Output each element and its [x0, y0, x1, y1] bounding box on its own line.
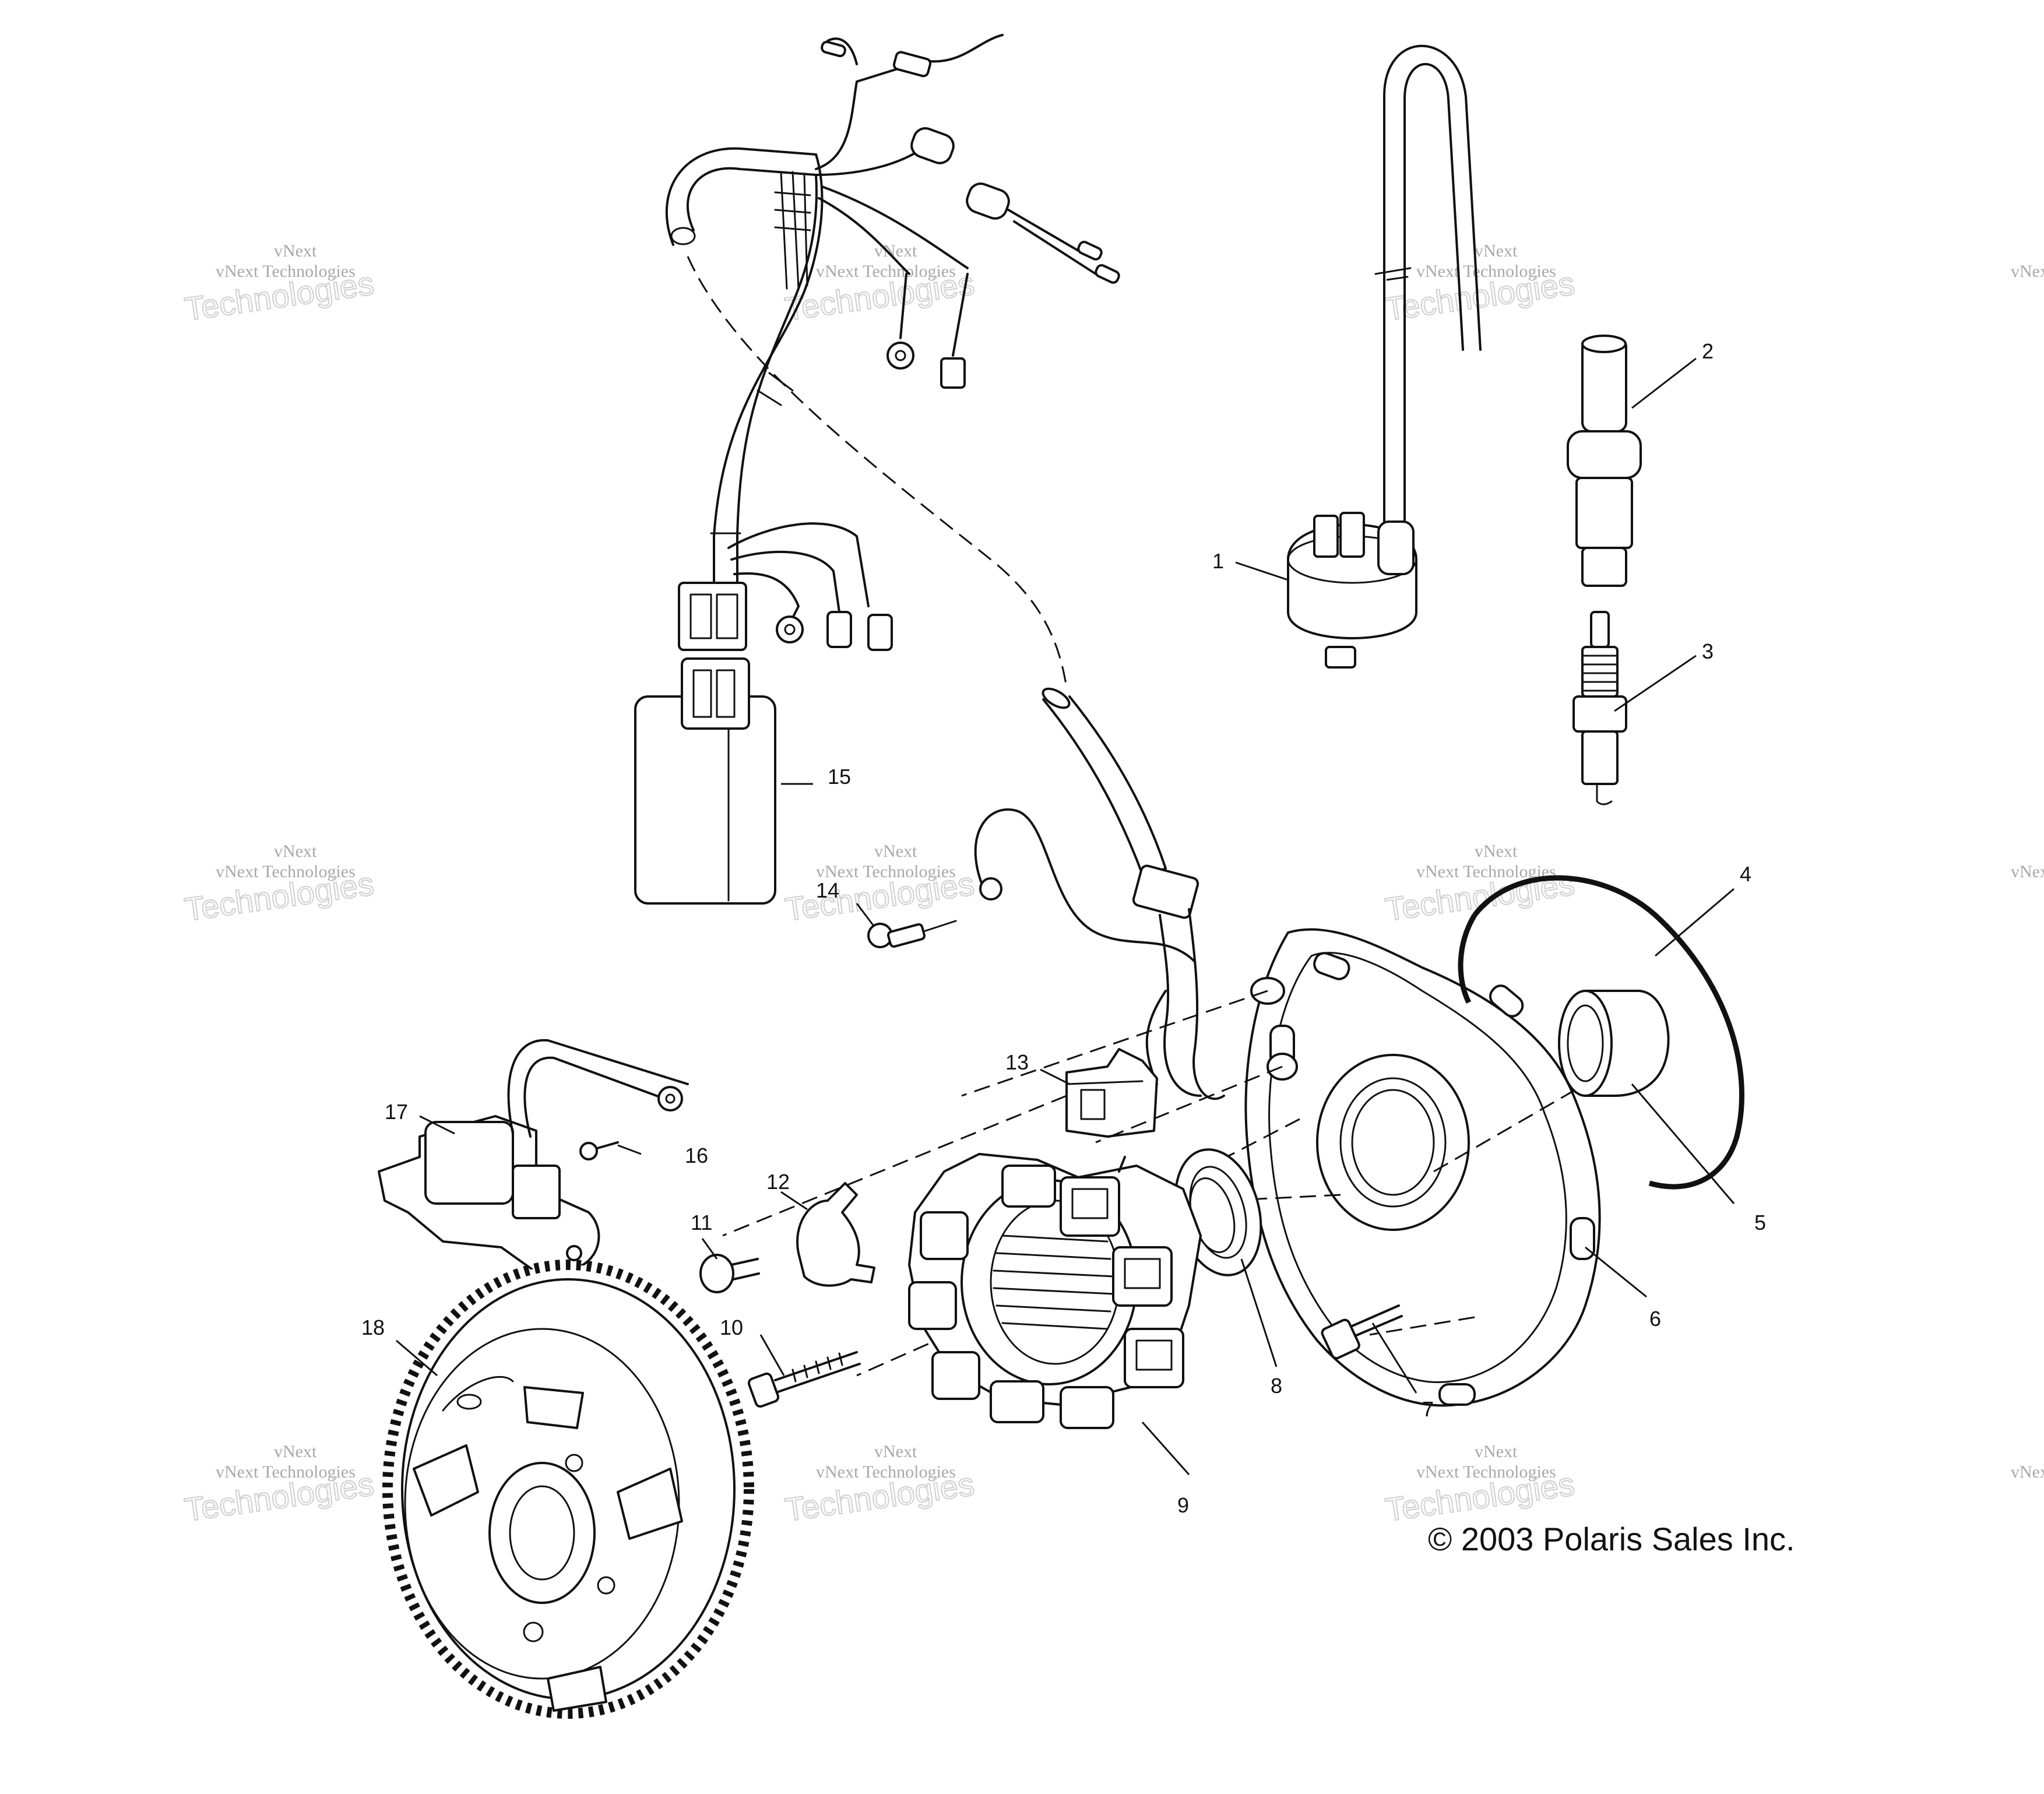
callout-4: 4 — [1740, 862, 1751, 886]
screw-10 — [747, 1351, 861, 1408]
svg-text:vNext Technologies: vNext Technologies — [2011, 262, 2044, 281]
callout-17: 17 — [385, 1100, 408, 1124]
svg-text:vNext Technologies: vNext Technologies — [216, 262, 356, 281]
ignition-coil — [1287, 44, 1482, 669]
copyright-notice: © 2003 Polaris Sales Inc. — [1428, 1521, 1795, 1557]
callout-18: 18 — [361, 1315, 385, 1339]
voltage-regulator — [378, 1039, 689, 1278]
cdi-box — [634, 657, 776, 905]
callout-7: 7 — [1422, 1397, 1434, 1421]
callout-2: 2 — [1702, 339, 1714, 363]
callout-3: 3 — [1702, 639, 1714, 663]
watermark: vNext vNext Technologies Technologies — [782, 1442, 977, 1529]
watermark: vNext vNext Technologies Technologies — [1382, 1442, 1577, 1529]
o-ring — [1458, 875, 1744, 1190]
svg-text:vNext: vNext — [274, 1442, 317, 1461]
watermark: vNext Technologies — [2011, 262, 2044, 281]
callout-16: 16 — [685, 1144, 708, 1167]
watermark: vNext Technologies — [2011, 1462, 2044, 1482]
svg-text:vNext Technologies: vNext Technologies — [2011, 862, 2044, 881]
callout-9: 9 — [1177, 1493, 1189, 1517]
spark-plug-cap — [1567, 335, 1642, 587]
callout-5: 5 — [1754, 1211, 1766, 1234]
stator — [908, 1153, 1202, 1429]
callout-10: 10 — [720, 1315, 743, 1339]
watermark: vNext vNext Technologies Technologies — [182, 241, 377, 328]
stator-lead — [1042, 687, 1225, 1100]
svg-text:vNext Technologies: vNext Technologies — [816, 262, 956, 281]
flywheel — [382, 1260, 754, 1719]
bolt-7 — [1321, 1304, 1403, 1360]
spark-plug — [1572, 611, 1627, 805]
svg-text:vNext Technologies: vNext Technologies — [2011, 1462, 2044, 1482]
svg-text:vNext Technologies: vNext Technologies — [1416, 1462, 1556, 1482]
callout-15: 15 — [828, 765, 851, 789]
wire-clamp — [796, 1182, 875, 1287]
callout-1: 1 — [1212, 549, 1224, 573]
callout-8: 8 — [1271, 1374, 1282, 1398]
svg-text:vNext: vNext — [1475, 241, 1518, 261]
watermark: vNext vNext Technologies Technologies — [1382, 842, 1577, 928]
watermark: vNext Technologies — [2011, 862, 2044, 881]
callout-6: 6 — [1649, 1307, 1661, 1331]
stator-plate — [1244, 928, 1601, 1407]
wiring-harness — [665, 34, 1120, 688]
pulser-coil — [722, 1048, 1158, 1237]
callout-12: 12 — [766, 1170, 790, 1194]
callout-labels: 1 2 3 4 5 6 7 8 9 10 11 12 13 14 15 16 1… — [361, 339, 1766, 1517]
svg-text:vNext: vNext — [874, 1442, 917, 1461]
watermark: vNext vNext Technologies Technologies — [182, 842, 377, 928]
callout-13: 13 — [1005, 1050, 1029, 1074]
svg-text:vNext: vNext — [1475, 1442, 1518, 1461]
watermark: vNext vNext Technologies Technologies — [182, 1442, 377, 1529]
screw-11 — [699, 1254, 760, 1293]
watermark: vNext vNext Technologies Technologies — [782, 241, 977, 328]
svg-text:vNext: vNext — [274, 842, 317, 861]
ground-wire-screw — [867, 808, 1196, 963]
svg-text:vNext: vNext — [274, 241, 317, 261]
bushing — [1558, 990, 1670, 1097]
callout-14: 14 — [816, 878, 839, 902]
watermark: vNext vNext Technologies Technologies — [782, 842, 977, 928]
callout-11: 11 — [691, 1211, 712, 1234]
svg-text:vNext Technologies: vNext Technologies — [216, 862, 356, 881]
svg-text:vNext Technologies: vNext Technologies — [1416, 262, 1556, 281]
svg-text:vNext Technologies: vNext Technologies — [816, 862, 956, 881]
svg-text:vNext: vNext — [874, 842, 917, 861]
leader-lines — [396, 357, 1735, 1475]
svg-text:vNext Technologies: vNext Technologies — [216, 1462, 356, 1482]
svg-text:vNext Technologies: vNext Technologies — [816, 1462, 956, 1482]
watermark: vNext vNext Technologies Technologies — [1382, 241, 1577, 328]
svg-text:vNext: vNext — [1475, 842, 1518, 861]
